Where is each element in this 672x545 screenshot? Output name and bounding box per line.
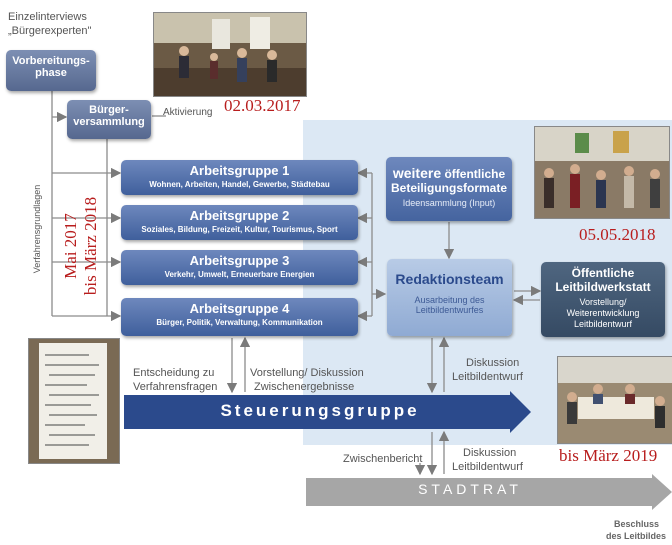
- arbeitsgruppe-3-topics: Verkehr, Umwelt, Erneuerbare Energien: [164, 270, 315, 279]
- werkstatt-line2: Leitbildwerkstatt: [555, 280, 651, 294]
- date-maerz-2019: bis März 2019: [559, 446, 658, 465]
- buergerversammlung-line1: Bürger-: [89, 104, 129, 116]
- redaktionsteam-box: Redaktionsteam Ausarbeitung des Leitbild…: [387, 259, 512, 336]
- beschluss-line1: Beschluss: [614, 519, 660, 529]
- werkstatt-sub2: Weiterentwicklung: [566, 308, 640, 318]
- weitere-title-rest: öffentliche: [444, 167, 506, 181]
- arbeitsgruppe-2-topics: Soziales, Bildung, Freizeit, Kultur, Tou…: [141, 225, 338, 234]
- arbeitsgruppe-3-title: Arbeitsgruppe 3: [189, 253, 290, 268]
- flipchart-photo: [28, 338, 120, 464]
- redaktionsteam-title: Redaktionsteam: [395, 271, 504, 287]
- workshop-photo-2: [534, 126, 670, 219]
- arbeitsgruppe-1: Arbeitsgruppe 1 Wohnen, Arbeiten, Handel…: [121, 160, 358, 195]
- stadtrat-label: STADTRAT: [418, 481, 522, 497]
- arbeitsgruppe-4-topics: Bürger, Politik, Verwaltung, Kommunikati…: [156, 318, 323, 327]
- arbeitsgruppe-2: Arbeitsgruppe 2 Soziales, Bildung, Freiz…: [121, 205, 358, 240]
- meeting-photo: [557, 356, 672, 444]
- werkstatt-line1: Öffentliche: [571, 266, 635, 280]
- redaktionsteam-sub2: Leitbildentwurfes: [415, 305, 484, 315]
- leitbildwerkstatt-box: Öffentliche Leitbildwerkstatt Vorstellun…: [541, 262, 665, 337]
- werkstatt-sub3: Leitbildentwurf: [573, 319, 633, 329]
- arbeitsgruppe-4: Arbeitsgruppe 4 Bürger, Politik, Verwalt…: [121, 298, 358, 336]
- weitere-line2: Beteiligungsformate: [390, 181, 507, 195]
- zwischenbericht-label: Zwischenbericht: [343, 453, 423, 465]
- period-line2: bis März 2018: [81, 196, 100, 296]
- arbeitsgruppe-1-topics: Wohnen, Arbeiten, Handel, Gewerbe, Städt…: [149, 180, 330, 189]
- weitere-sub: Ideensammlung (Input): [402, 198, 496, 208]
- redaktionsteam-sub1: Ausarbeitung des: [414, 295, 485, 305]
- workshop-photo-1: [153, 12, 307, 97]
- arbeitsgruppe-3: Arbeitsgruppe 3 Verkehr, Umwelt, Erneuer…: [121, 250, 358, 285]
- vorbereitungsphase-line1: Vorbereitungs-: [12, 55, 90, 67]
- diskussion-a-line2: Leitbildentwurf: [452, 371, 523, 383]
- date-werkstatt: 05.05.2018: [579, 225, 656, 244]
- arbeitsgruppe-4-title: Arbeitsgruppe 4: [189, 301, 290, 316]
- arbeitsgruppe-1-title: Arbeitsgruppe 1: [189, 163, 290, 178]
- beschluss-line2: des Leitbildes: [606, 531, 667, 541]
- weitere-bold: weitere: [392, 165, 442, 181]
- buergerversammlung-line2: versammlung: [73, 116, 145, 128]
- steuerungsgruppe-arrow: [124, 391, 531, 433]
- arbeitsgruppe-2-title: Arbeitsgruppe 2: [189, 208, 290, 223]
- vorbereitungsphase-line2: phase: [35, 67, 67, 79]
- header-line2: „Bürgerexperten": [8, 25, 92, 37]
- diskussion-b-line1: Diskussion: [463, 447, 517, 459]
- buergerversammlung-box: Bürger- versammlung: [67, 100, 151, 139]
- diskussion-a-line1: Diskussion: [466, 357, 520, 369]
- entscheidung-line2: Verfahrensfragen: [133, 381, 218, 393]
- vorstellung-line1: Vorstellung/ Diskussion: [250, 367, 364, 379]
- header-line1: Einzelinterviews: [8, 11, 87, 23]
- weitere-beteiligungsformate-box: weitere öffentliche Beteiligungsformate …: [386, 157, 512, 221]
- diskussion-b-line2: Leitbildentwurf: [452, 461, 523, 473]
- steuerungsgruppe-label: Steuerungsgruppe: [220, 401, 420, 420]
- date-aktivierung: 02.03.2017: [224, 96, 301, 115]
- vorstellung-line2: Zwischenergebnisse: [254, 381, 355, 393]
- entscheidung-line1: Entscheidung zu: [133, 367, 215, 379]
- werkstatt-sub1: Vorstellung/: [579, 297, 627, 307]
- aktivierung-label: Aktivierung: [163, 107, 213, 118]
- verfahrensgrundlagen-label: Verfahrensgrundlagen: [32, 184, 42, 274]
- period-line1: Mai 2017: [61, 213, 80, 279]
- stadtrat-arrow: [306, 474, 672, 510]
- vorbereitungsphase-box: Vorbereitungs- phase: [6, 50, 96, 91]
